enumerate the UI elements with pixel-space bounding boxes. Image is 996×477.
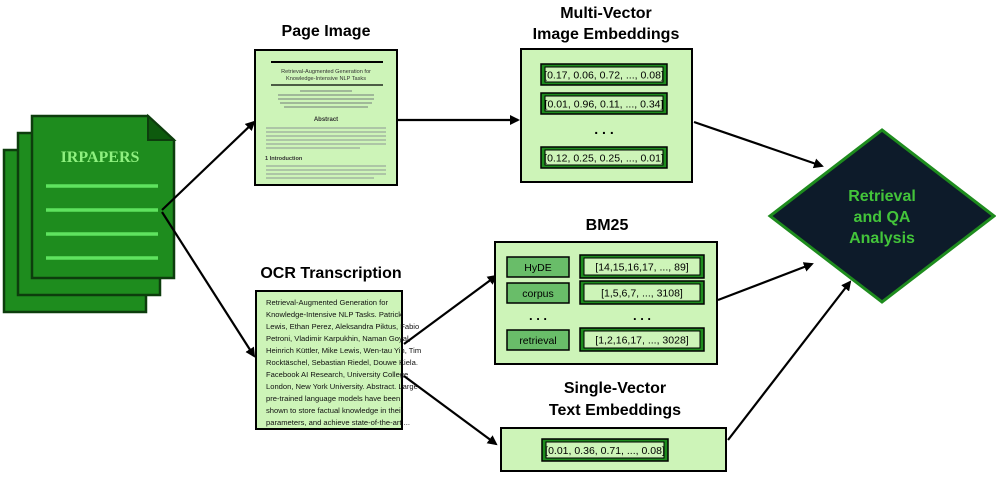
document-front (30, 114, 176, 280)
single-vector-panel: [0.01, 0.36, 0.71, ..., 0.08] (500, 427, 727, 472)
bm25-term-1-text: HyDE (524, 262, 551, 274)
multivector-title-line2: Image Embeddings (533, 26, 680, 43)
single-vector-title-line1: Single-Vector (564, 380, 666, 397)
ocr-line-3: Lewis, Ethan Perez, Aleksandra Piktus, F… (266, 322, 419, 331)
ocr-line-7: Facebook AI Research, University College (266, 370, 408, 379)
document-fold-corner (147, 113, 177, 141)
bm25-postings-2-text: [1,5,6,7, ..., 3108] (601, 288, 683, 300)
ocr-line-1: Retrieval-Augmented Generation for (266, 298, 388, 307)
multivector-title-line1: Multi-Vector (560, 5, 652, 22)
single-vector-title-line2: Text Embeddings (549, 402, 681, 419)
arrow-source-to-ocr (161, 211, 256, 358)
ocr-line-6: Rocktäschel, Sebastian Riedel, Douwe Kie… (266, 358, 418, 367)
ocr-line-11: parameters, and achieve state-of-the-art… (266, 418, 410, 427)
ocr-line-4: Petroni, Vladimir Karpukhin, Naman Goyal… (266, 334, 411, 343)
page-image-abstract-heading: Abstract (314, 117, 338, 123)
analysis-line-1: Retrieval (848, 188, 916, 205)
analysis-line-3: Analysis (849, 230, 915, 247)
ocr-line-2: Knowledge-Intensive NLP Tasks. Patrick (266, 310, 402, 319)
multivector-vector-2-text: [0.01, 0.96, 0.11, ..., 0.34] (545, 99, 664, 111)
multivector-vector-3-text: [0.12, 0.25, 0.25, ..., 0.01] (544, 153, 664, 165)
page-image-intro-lines (266, 165, 386, 179)
page-image-doc-title-2: Knowledge-Intensive NLP Tasks (286, 76, 366, 82)
bm25-ellipsis-left: . . . (529, 308, 547, 323)
bm25-panel: HyDE [14,15,16,17, ..., 89] corpus [1,5,… (494, 241, 718, 365)
bm25-ellipsis-right: . . . (633, 308, 651, 323)
arrow-multivector-to-analysis (693, 120, 824, 169)
multivector-panel: [0.17, 0.06, 0.72, ..., 0.08] [0.01, 0.9… (520, 48, 693, 183)
bm25-term-2 (506, 282, 570, 304)
page-image-thumbnail: Retrieval-Augmented Generation for Knowl… (254, 49, 398, 186)
ocr-panel: Retrieval-Augmented Generation for Knowl… (255, 290, 421, 430)
page-image-author-lines (278, 90, 374, 108)
ocr-line-10: shown to store factual knowledge in thei… (266, 406, 404, 415)
arrow-ocr-to-single-vector (403, 375, 498, 446)
page-image-abstract-lines (266, 127, 386, 149)
bm25-term-2-text: corpus (522, 288, 554, 300)
bm25-postings-1-text: [14,15,16,17, ..., 89] (595, 262, 688, 274)
bm25-title: BM25 (586, 217, 629, 234)
analysis-diamond: Retrieval and QA Analysis (767, 128, 996, 304)
ocr-line-8: London, New York University. Abstract. L… (266, 382, 418, 391)
multivector-ellipsis: . . . (594, 121, 613, 137)
irpapers-label: IRPAPERS (61, 149, 140, 166)
bm25-term-3-text: retrieval (519, 335, 556, 347)
multivector-vector-1-text: [0.17, 0.06, 0.72, ..., 0.08] (544, 70, 664, 82)
analysis-line-2: and QA (854, 209, 911, 226)
arrow-source-to-page-image (161, 120, 256, 211)
single-vector-text: [0.01, 0.36, 0.71, ..., 0.08] (545, 445, 665, 457)
bm25-term-1 (506, 256, 570, 278)
ocr-line-5: Heinrich Küttler, Mike Lewis, Wen-tau Yi… (266, 346, 421, 355)
ocr-title: OCR Transcription (260, 265, 401, 282)
irpapers-document-stack: IRPAPERS (2, 113, 177, 314)
flow-arrows (161, 115, 852, 446)
page-image-title: Page Image (282, 23, 371, 40)
arrow-single-vector-to-analysis (727, 280, 852, 441)
document-text-lines (46, 184, 158, 260)
ocr-line-9: pre-trained language models have been (266, 394, 400, 403)
arrow-bm25-to-analysis (717, 262, 814, 302)
page-image-doc-title-1: Retrieval-Augmented Generation for (281, 69, 371, 75)
arrow-ocr-to-bm25 (403, 274, 498, 345)
page-image-intro-heading: 1 Introduction (265, 156, 303, 162)
bm25-postings-3-text: [1,2,16,17, ..., 3028] (595, 335, 688, 347)
bm25-term-3 (506, 329, 570, 351)
